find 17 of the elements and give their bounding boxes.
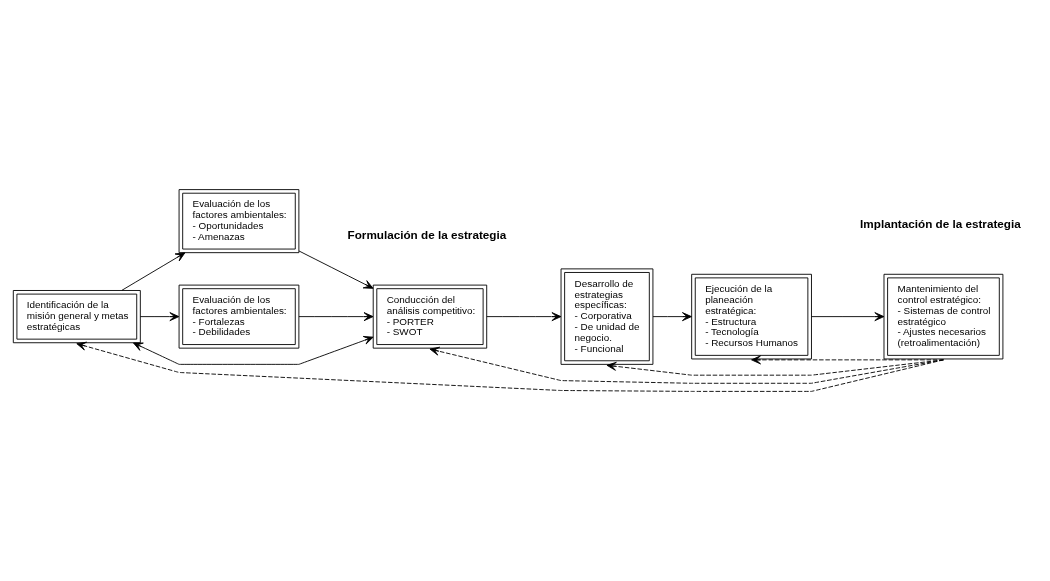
arrow <box>751 355 944 365</box>
arrow <box>133 336 374 365</box>
arrow <box>121 252 186 291</box>
arrow <box>606 359 944 376</box>
label: Implantación de la estrategia <box>860 216 1021 230</box>
arrow <box>652 312 692 322</box>
label: Formulación de la estrategia <box>347 227 507 241</box>
arrow <box>429 346 944 384</box>
node-box: Evaluación de los factores ambientales: - Fortalezas - Debilidades <box>178 284 300 349</box>
arrow <box>139 312 180 322</box>
arrow <box>76 341 944 392</box>
arrow <box>298 312 374 322</box>
arrow <box>298 250 374 289</box>
node-box: Conducción del análisis competitivo: - PORTER - SWOT <box>372 284 488 349</box>
node-box: Mantenimiento del control estratégico: - Sistemas de control estratégico - Ajustes necesarios (retroalimentación) <box>883 273 1004 360</box>
arrow <box>486 312 562 322</box>
arrow <box>811 312 885 322</box>
